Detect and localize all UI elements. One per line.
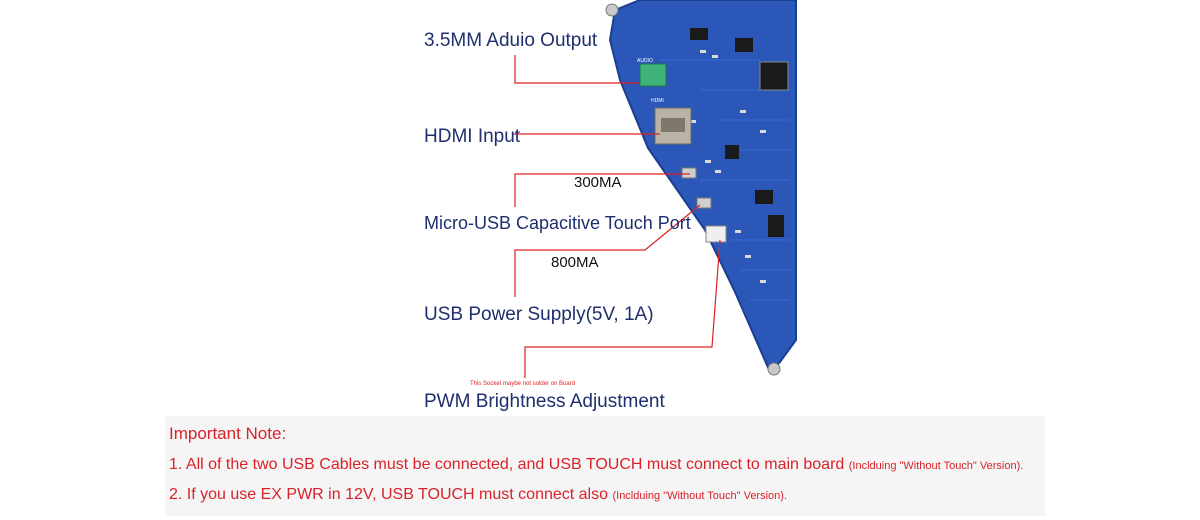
audio-output-label: 3.5MM Aduio Output	[424, 30, 598, 51]
notes-panel	[165, 416, 1045, 516]
leader-touch	[514, 173, 690, 207]
touch-current-label: 300MA	[574, 174, 622, 191]
leader-lines	[512, 55, 721, 378]
pwm-brightness-label: PWM Brightness Adjustment	[424, 391, 665, 412]
note-2-small: (Inclduing "Without Touch" Version).	[612, 490, 787, 502]
micro-usb-touch-port	[681, 167, 697, 179]
audio-board-label: AUDIO	[637, 58, 653, 64]
chip-small-5	[690, 28, 708, 40]
leader-power	[514, 204, 701, 297]
note-2: 2. If you use EX PWR in 12V, USB TOUCH m…	[169, 486, 787, 504]
chip-small-3	[755, 190, 773, 204]
leader-audio	[514, 55, 640, 84]
note-1-small: (Inclduing "Without Touch" Version).	[848, 460, 1024, 472]
mounting-hole-bottom	[767, 362, 781, 376]
pcb-components	[690, 50, 766, 283]
main-chip	[759, 61, 789, 91]
hdmi-input-label: HDMI Input	[424, 126, 521, 147]
chip-small-2	[725, 145, 739, 159]
chip-small-4	[768, 215, 784, 237]
micro-usb-touch-label: Micro-USB Capacitive Touch Port	[424, 213, 691, 233]
chip-small-1	[735, 38, 753, 52]
hdmi-board-label: HDMI	[651, 98, 664, 104]
pwm-socket	[705, 225, 727, 243]
pcb-board	[608, 0, 797, 374]
mounting-hole-top	[605, 3, 619, 17]
hdmi-port-slot	[661, 118, 685, 132]
note-1: 1. All of the two USB Cables must be con…	[169, 456, 1023, 474]
note-2-main: 2. If you use EX PWR in 12V, USB TOUCH m…	[169, 486, 609, 503]
note-1-main: 1. All of the two USB Cables must be con…	[169, 456, 845, 473]
leader-pwm	[524, 239, 721, 378]
micro-usb-power-port	[696, 197, 712, 209]
socket-note: This Socket maybe not solder on Board	[470, 381, 576, 387]
audio-jack	[639, 63, 667, 87]
power-current-label: 800MA	[551, 254, 599, 271]
important-note-title: Important Note:	[169, 424, 287, 443]
usb-power-label: USB Power Supply(5V, 1A)	[424, 304, 654, 325]
